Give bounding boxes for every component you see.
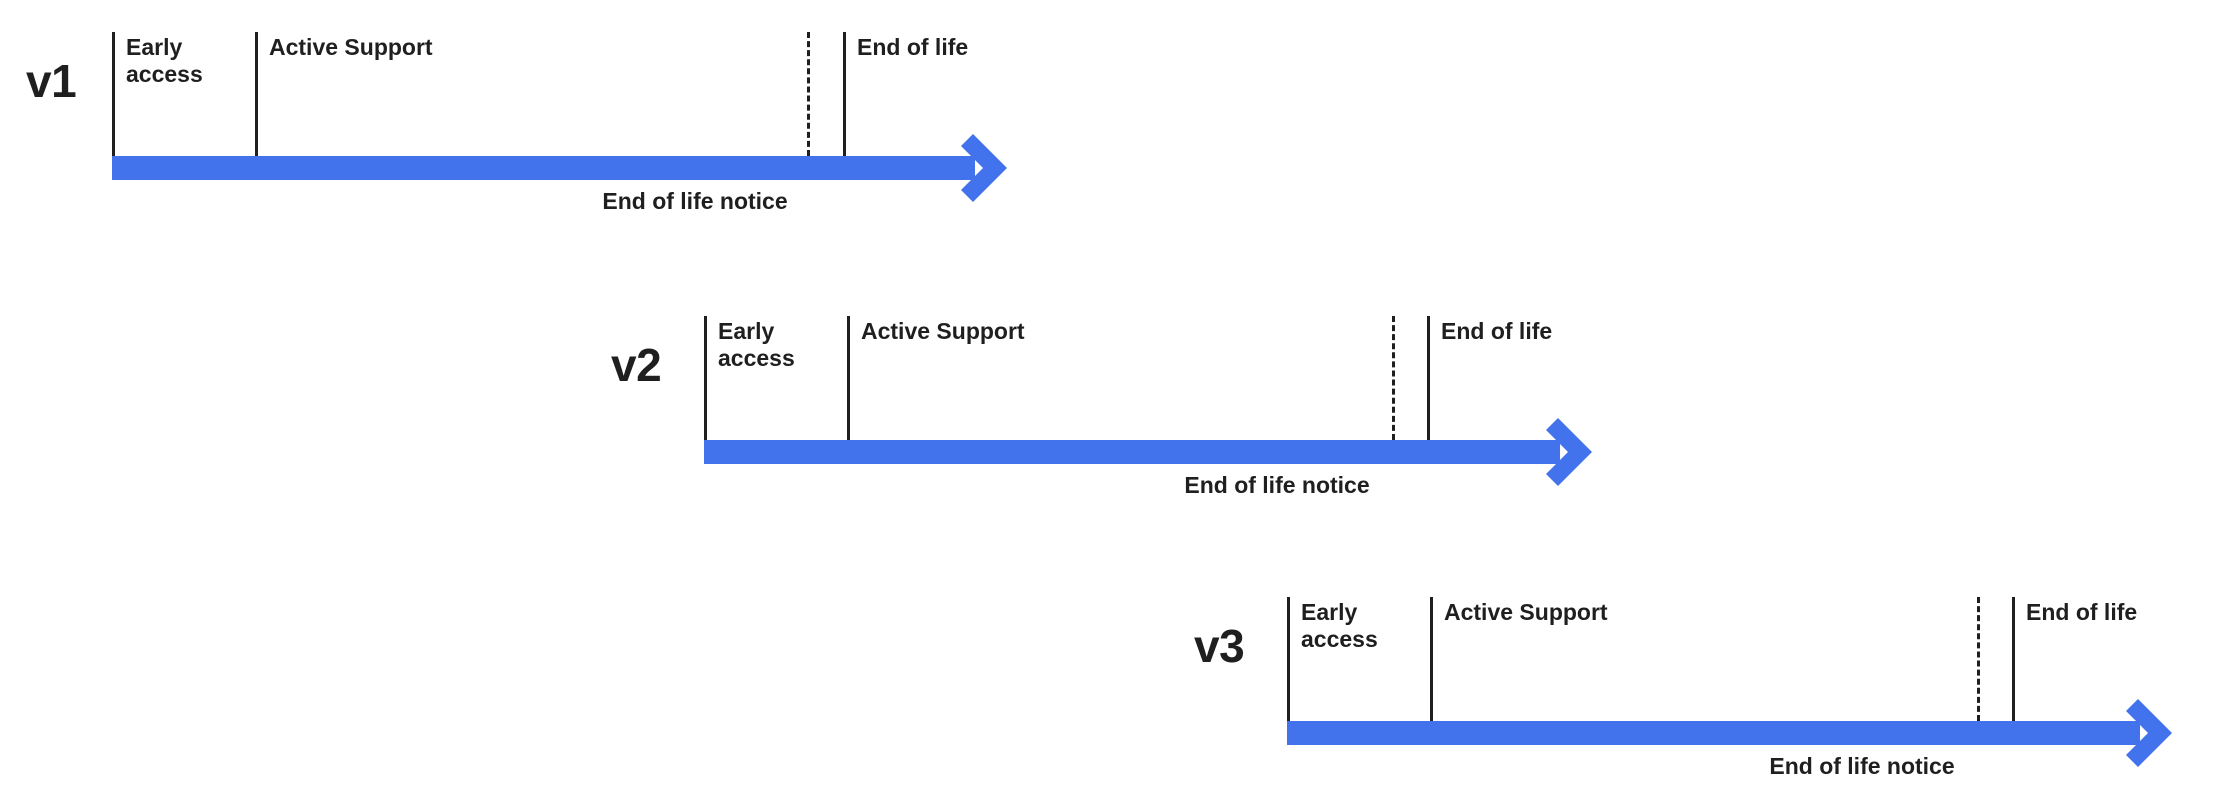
phase-label-end-of-life: End of life	[857, 34, 969, 60]
divider-end-of-life-notice-dashed	[1977, 597, 1980, 721]
support-timeline-bar	[1287, 721, 2140, 745]
divider-end-of-life-notice-dashed	[807, 32, 810, 156]
timeline-arrow-icon	[953, 128, 1033, 208]
divider-end-of-life-start	[2012, 597, 2015, 721]
phase-label-early-access: Early access	[718, 318, 795, 372]
phase-label-end-of-life: End of life	[1441, 318, 1553, 344]
divider-active-support-start	[1430, 597, 1433, 721]
phase-label-active-support: Active Support	[1444, 599, 1608, 625]
divider-end-of-life-start	[843, 32, 846, 156]
divider-early-access-start	[112, 32, 115, 156]
divider-end-of-life-notice-dashed	[1392, 316, 1395, 440]
divider-early-access-start	[1287, 597, 1290, 721]
divider-active-support-start	[847, 316, 850, 440]
phase-label-active-support: Active Support	[861, 318, 1025, 344]
version-label-v3: v3	[1194, 620, 1245, 672]
end-of-life-notice-label: End of life notice	[1184, 472, 1370, 498]
end-of-life-notice-label: End of life notice	[602, 188, 788, 214]
divider-end-of-life-start	[1427, 316, 1430, 440]
divider-active-support-start	[255, 32, 258, 156]
phase-label-early-access: Early access	[1301, 599, 1378, 653]
timeline-arrow-icon	[1538, 412, 1618, 492]
version-label-v2: v2	[611, 339, 662, 391]
support-timeline-bar	[112, 156, 975, 180]
support-timeline-bar	[704, 440, 1560, 464]
phase-label-end-of-life: End of life	[2026, 599, 2138, 625]
divider-early-access-start	[704, 316, 707, 440]
timeline-arrow-icon	[2118, 693, 2198, 773]
phase-label-early-access: Early access	[126, 34, 203, 88]
version-label-v1: v1	[26, 55, 77, 107]
end-of-life-notice-label: End of life notice	[1769, 753, 1955, 779]
phase-label-active-support: Active Support	[269, 34, 433, 60]
